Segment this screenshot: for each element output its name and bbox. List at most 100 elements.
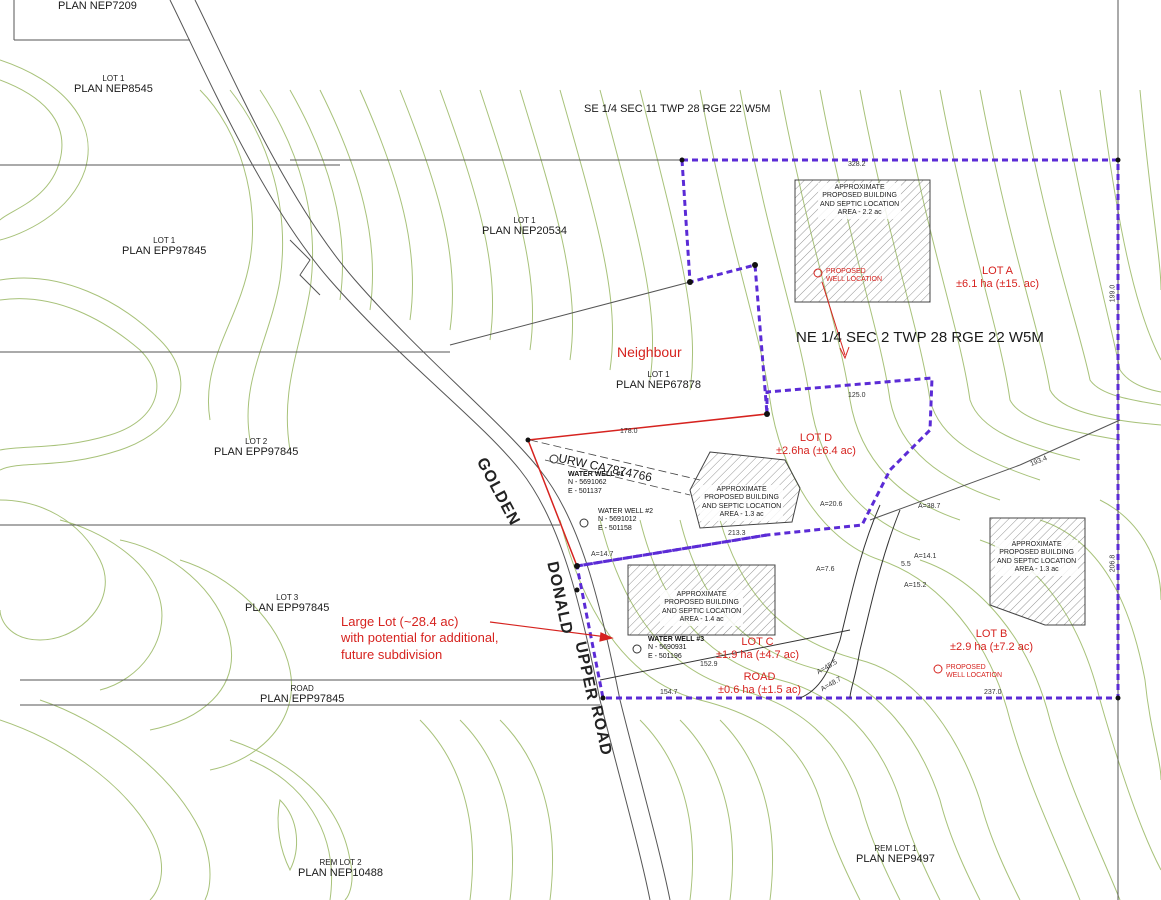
well-easting: E - 501196 [648,652,682,660]
lot1-nep67878-label: LOT 1 PLAN NEP67878 [616,370,701,392]
contour-line [519,89,574,361]
road-epp97845-label: ROAD PLAN EPP97845 [260,684,344,706]
dim-label: 237.0 [984,689,1002,696]
contour-line [559,519,861,900]
proposed-well-a-label: PROPOSED WELL LOCATION [826,268,882,285]
lot1-nep20534-label: LOT 1 PLAN NEP20534 [482,216,567,238]
contour-line [439,89,494,341]
contour-line [1139,89,1161,291]
lot-area: ±6.1 ha (±15. ac) [956,277,1040,290]
lot1-nep8545-label: LOT 1 PLAN NEP8545 [74,74,153,96]
contour-line [179,559,292,771]
dim-label: 178.0 [620,428,638,435]
contour-line [0,499,106,641]
internal-lot-lines [599,504,901,699]
section-se-label: SE 1/4 SEC 11 TWP 28 RGE 22 W5M [584,103,771,115]
lot-label: LOT 1 [153,236,176,245]
water-well-1-label: WATER WELL #1 N - 5691062 E - 501137 [568,471,624,496]
contour-line [39,699,211,900]
building-box-b-text: APPROXIMATE PROPOSED BUILDING AND SEPTIC… [995,540,1079,576]
contour-line [719,719,773,900]
dim-label: A=15.2 [904,582,927,589]
dim-label: A=14.1 [914,553,937,560]
box-line: PROPOSED BUILDING [664,599,739,607]
water-well-3-icon [632,644,642,654]
box-line: AREA - 1.3 ac [719,511,764,519]
box-line: APPROXIMATE [1011,541,1062,548]
well-name: WATER WELL #3 [648,636,705,643]
road-lot-label: ROAD ±0.6 ha (±1.5 ac) [718,671,801,696]
neighbour-label: Neighbour [617,344,682,360]
well-line: WELL LOCATION [826,276,883,284]
parcel-line [869,464,1021,521]
contour-line [699,89,881,561]
lot-label: REM LOT 2 [319,858,362,867]
well-symbols [549,268,943,674]
contour-line [679,719,733,900]
well-northing: N - 5690931 [648,644,687,652]
note-line: with potential for additional, [341,630,499,646]
dim-label: 328.2 [848,161,866,168]
plan-label: PLAN NEP67878 [616,379,701,392]
contour-line [319,89,374,311]
note-arrow [489,621,614,642]
plan-label: PLAN EPP97845 [260,693,345,706]
well-easting: E - 501158 [598,524,632,532]
contour-line [0,277,182,471]
proposed-well-b-label: PROPOSED WELL LOCATION [946,664,1002,681]
section-ne-label: NE 1/4 SEC 2 TWP 28 RGE 22 W5M [796,329,1044,346]
rem-lot1-label: REM LOT 1 PLAN NEP9497 [856,844,935,866]
contour-line [739,89,921,541]
lot-label: LOT 1 [102,74,125,83]
contour-line [229,739,353,900]
contour-line [0,298,158,451]
lot-c-label: LOT C ±1.9 ha (±4.7 ac) [716,636,799,661]
well-line: PROPOSED [826,268,866,275]
box-line: PROPOSED BUILDING [704,494,779,502]
internal-road-edge [849,509,901,699]
building-box-c-text: APPROXIMATE PROPOSED BUILDING AND SEPTIC… [660,590,744,626]
dim-label: A=20.6 [820,501,843,508]
box-line: AND SEPTIC LOCATION [997,557,1077,565]
contour-line [979,89,1161,426]
parcel-lines [0,0,1121,900]
rem-lot2-label: REM LOT 2 PLAN NEP10488 [298,858,383,880]
note-line: future subdivision [341,646,443,662]
water-well-2-icon [579,518,589,528]
well-name: WATER WELL #2 [598,508,653,515]
plan-label: PLAN NEP8545 [74,83,153,96]
box-line: APPROXIMATE [834,184,885,191]
contour-line [419,719,473,900]
lot-d-label: LOT D ±2.6ha (±6.4 ac) [776,432,856,457]
large-lot-note: Large Lot (~28.4 ac) with potential for … [341,614,499,663]
contour-line [599,89,654,381]
contour-line [1019,89,1161,406]
internal-road-edge [799,504,881,699]
contour-line [277,798,298,872]
contour-line [939,89,1121,441]
contour-line [1099,499,1161,601]
note-line: Large Lot (~28.4 ac) [341,614,459,629]
box-line: AREA - 1.4 ac [679,616,724,624]
plan-label: PLAN EPP97845 [245,602,330,615]
building-box-d-text: APPROXIMATE PROPOSED BUILDING AND SEPTIC… [700,485,784,521]
dim-label: 152.9 [700,661,718,668]
contour-line [229,89,283,441]
well-easting: E - 501137 [568,487,602,495]
lot-area: ±1.9 ha (±4.7 ac) [716,648,800,661]
box-line: PROPOSED BUILDING [822,192,897,200]
contour-line [59,519,163,691]
parcel-line [1019,419,1121,466]
water-well-3-label: WATER WELL #3 N - 5690931 E - 501196 [648,636,704,661]
contour-line [499,719,553,900]
plan-label: PLAN EPP97845 [214,446,299,459]
lot3-epp97845-label: LOT 3 PLAN EPP97845 [245,593,329,615]
contour-line [399,89,454,331]
contour-line [249,759,332,900]
contour-line [119,539,232,731]
parcel-line [449,281,691,346]
lot-label: LOT 1 [513,216,536,225]
contour-line [879,559,1081,900]
lot-area: ±2.9 ha (±7.2 ac) [950,640,1034,653]
